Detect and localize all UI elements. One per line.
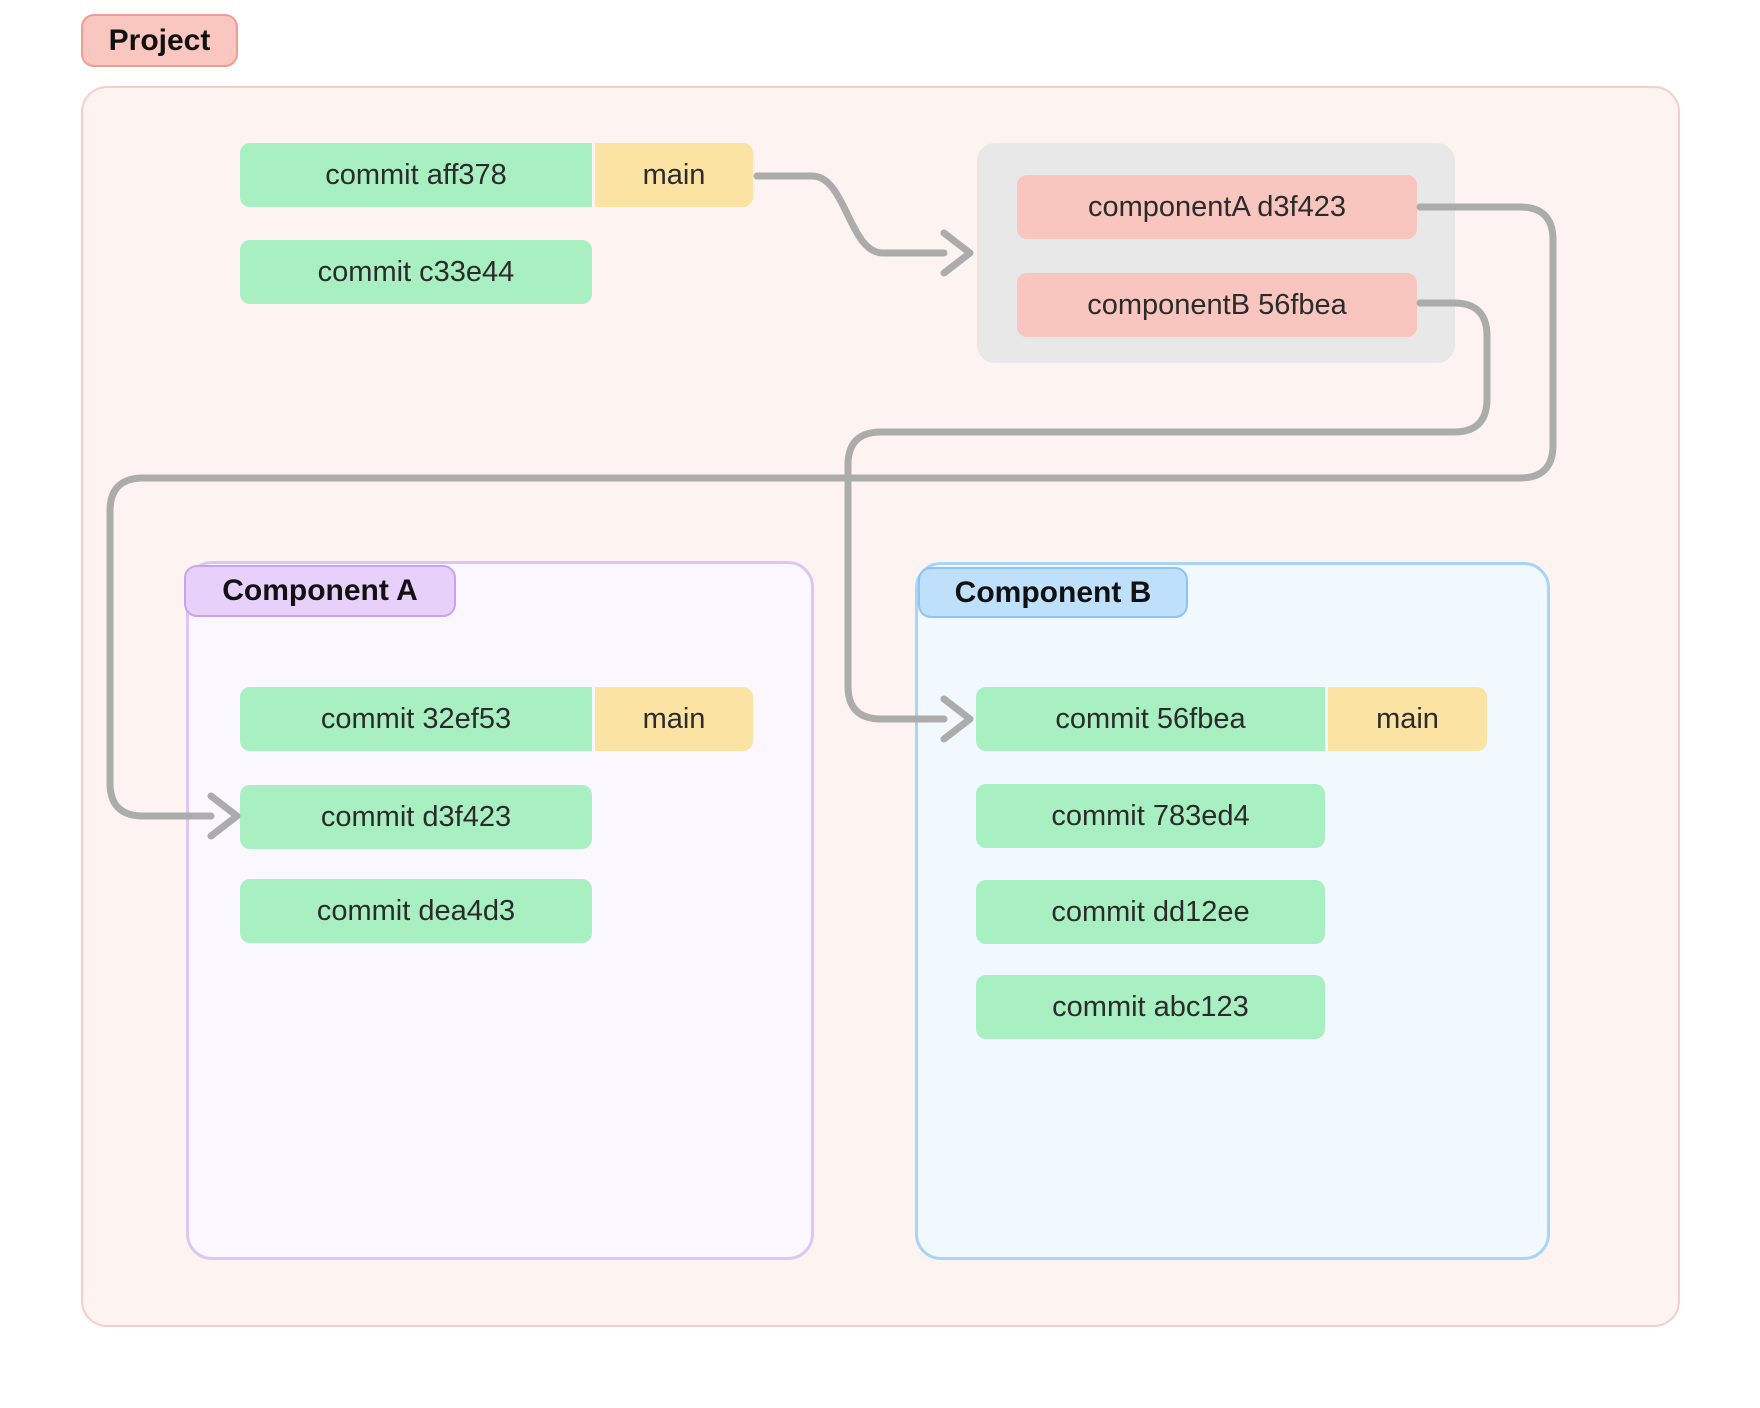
project-badge: Project (81, 14, 238, 67)
branch-badge: main (1328, 687, 1487, 751)
component-ref-node: componentA d3f423 (1017, 175, 1417, 239)
component-a-badge: Component A (184, 565, 456, 617)
commit-node: commit aff378 (240, 143, 592, 207)
component-b-badge: Component B (918, 567, 1188, 618)
commit-node: commit 32ef53 (240, 687, 592, 751)
commit-node: commit c33e44 (240, 240, 592, 304)
commit-node: commit 56fbea (976, 687, 1325, 751)
commit-node: commit abc123 (976, 975, 1325, 1039)
commit-node: commit dea4d3 (240, 879, 592, 943)
commit-node: commit 783ed4 (976, 784, 1325, 848)
branch-badge: main (595, 687, 753, 751)
commit-node: commit d3f423 (240, 785, 592, 849)
branch-badge: main (595, 143, 753, 207)
commit-node: commit dd12ee (976, 880, 1325, 944)
component-ref-node: componentB 56fbea (1017, 273, 1417, 337)
